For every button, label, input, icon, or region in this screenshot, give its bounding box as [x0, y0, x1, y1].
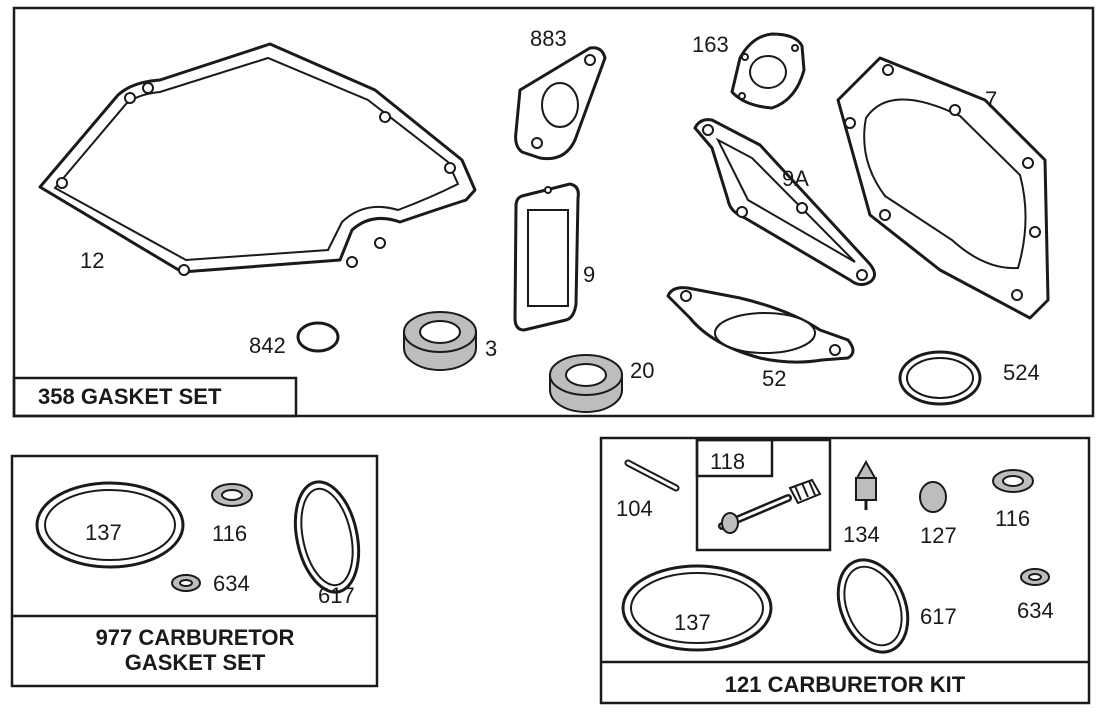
label-part-137-kit: 137	[674, 610, 711, 635]
label-part-127: 127	[920, 523, 957, 548]
gasket-163: 163	[692, 32, 806, 110]
label-part-634: 634	[213, 571, 250, 596]
label-part-104: 104	[616, 496, 653, 521]
carb-gasket-137: 137	[35, 481, 185, 569]
label-part-9: 9	[583, 262, 595, 287]
gasket-set-title: 358 GASKET SET	[38, 384, 222, 409]
ring-524: 524	[898, 350, 1040, 406]
carb-gasket-set-panel: 977 CARBURETOR GASKET SET 137 116 617 63…	[10, 454, 379, 688]
crankcase-gasket-12: 12	[38, 42, 477, 276]
label-part-12: 12	[80, 248, 104, 273]
carb-gasket-set-title-line2: GASKET SET	[125, 650, 266, 675]
carb-gasket-634: 634	[171, 571, 250, 596]
label-part-20: 20	[630, 358, 654, 383]
label-part-116: 116	[212, 521, 247, 546]
gasket-set-panel: 358 GASKET SET 12 883	[12, 6, 1095, 418]
screw-118: 118	[695, 438, 832, 552]
carb-kit-617: 617	[836, 558, 957, 654]
needle-134: 134	[843, 459, 880, 547]
label-part-634-kit: 634	[1017, 598, 1054, 623]
label-part-163: 163	[692, 32, 729, 57]
pin-104: 104	[616, 459, 680, 521]
oil-seal-3: 3	[403, 311, 497, 371]
gasket-9a: 9A	[693, 118, 876, 287]
carb-gasket-set-title-line1: 977 CARBURETOR	[96, 625, 295, 650]
oil-seal-20: 20	[549, 354, 654, 413]
carb-kit-634: 634	[1017, 568, 1054, 623]
carb-kit-116: 116	[992, 469, 1034, 531]
exhaust-gasket-52: 52	[666, 286, 855, 391]
gasket-9: 9	[513, 182, 595, 332]
carb-kit-title: 121 CARBURETOR KIT	[725, 672, 966, 697]
label-part-9a: 9A	[782, 166, 809, 191]
carb-kit-panel: 121 CARBURETOR KIT 104 118 134	[599, 436, 1091, 705]
label-part-3: 3	[485, 336, 497, 361]
gasket-883: 883	[514, 26, 607, 161]
label-part-116-kit: 116	[995, 506, 1030, 531]
carb-gasket-116: 116	[211, 483, 253, 546]
label-part-617: 617	[318, 583, 355, 608]
label-part-137: 137	[85, 520, 122, 545]
label-part-524: 524	[1003, 360, 1040, 385]
label-part-617-kit: 617	[920, 604, 957, 629]
label-part-883: 883	[530, 26, 567, 51]
label-part-134: 134	[843, 522, 880, 547]
label-part-7: 7	[985, 87, 997, 112]
carb-kit-137: 137	[621, 564, 773, 652]
carb-gasket-617: 617	[293, 480, 361, 608]
oring-842: 842	[249, 321, 340, 358]
head-gasket-7: 7	[836, 56, 1050, 320]
plug-127: 127	[919, 481, 957, 548]
label-part-842: 842	[249, 333, 286, 358]
label-part-52: 52	[762, 366, 786, 391]
label-part-118: 118	[710, 449, 745, 474]
